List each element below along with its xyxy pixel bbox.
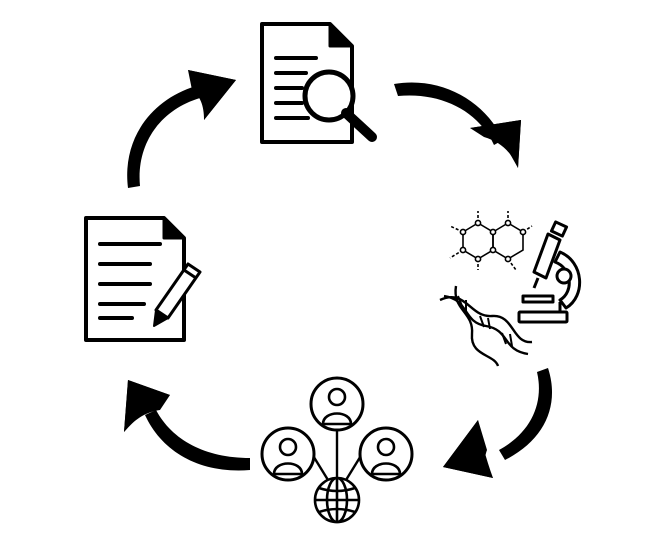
network-connectors <box>310 430 364 481</box>
people-network-globe-icon <box>260 376 414 524</box>
person-avatar-icon <box>309 376 365 432</box>
person-avatar-icon <box>358 426 414 482</box>
microscope-icon <box>517 220 581 324</box>
arrow-review-to-research <box>394 82 521 168</box>
arrow-research-to-network <box>443 368 553 478</box>
arrow-network-to-writing <box>124 380 250 471</box>
document-pencil-icon <box>84 216 202 342</box>
arrow-writing-to-review <box>127 70 236 188</box>
pencil-icon <box>153 262 202 327</box>
person-avatar-icon <box>260 426 316 482</box>
molecule-icon <box>449 211 533 271</box>
document-magnifier-icon <box>260 22 377 144</box>
dna-icon <box>439 285 533 367</box>
globe-icon <box>313 476 361 524</box>
science-research-icon <box>439 211 581 367</box>
